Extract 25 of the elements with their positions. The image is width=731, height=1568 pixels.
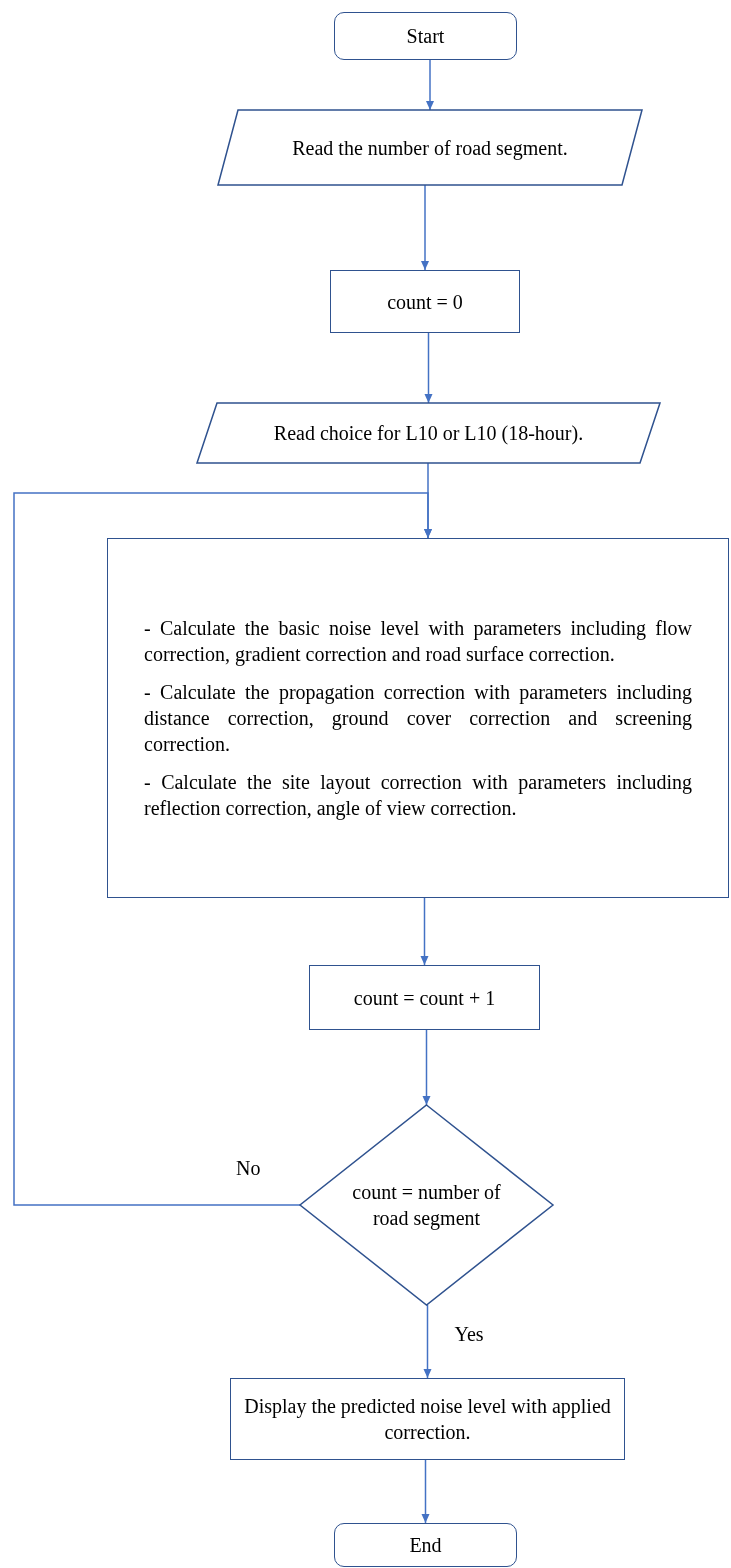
node-label: Read the number of road segment.	[292, 135, 568, 161]
node-label: count = 0	[387, 289, 463, 315]
process-box	[330, 270, 520, 333]
node-label: count = count + 1	[353, 985, 496, 1011]
arrow	[422, 1029, 431, 1106]
arrow	[423, 1304, 432, 1379]
node-label: End	[409, 1533, 442, 1558]
arrow	[421, 1459, 430, 1524]
process-box	[309, 965, 540, 1030]
process-box	[230, 1378, 625, 1460]
process-box	[107, 538, 729, 898]
step-description: - Calculate the basic noise level with parameters including flow correction, gradient correction and road surface correction.	[144, 616, 692, 667]
arrow	[420, 897, 429, 966]
arrow	[424, 332, 433, 404]
step-description: - Calculate the propagation correction with parameters including distance correction, ground cover correction and screening correction.	[144, 680, 692, 757]
step-description: - Calculate the site layout correction with parameters including reflection correction, angle of view correction.	[144, 770, 692, 821]
node-label: count = number of road segment	[351, 1180, 502, 1231]
node-label: Start	[406, 24, 445, 49]
node-label: Display the predicted noise level with applied correction.	[243, 1394, 612, 1445]
terminal-box	[334, 1523, 517, 1567]
node-label: Read choice for L10 or L10 (18-hour).	[273, 421, 584, 446]
arrow	[421, 184, 429, 271]
arrow	[13, 492, 432, 1206]
terminal-box	[334, 12, 517, 60]
arrow	[426, 59, 434, 111]
